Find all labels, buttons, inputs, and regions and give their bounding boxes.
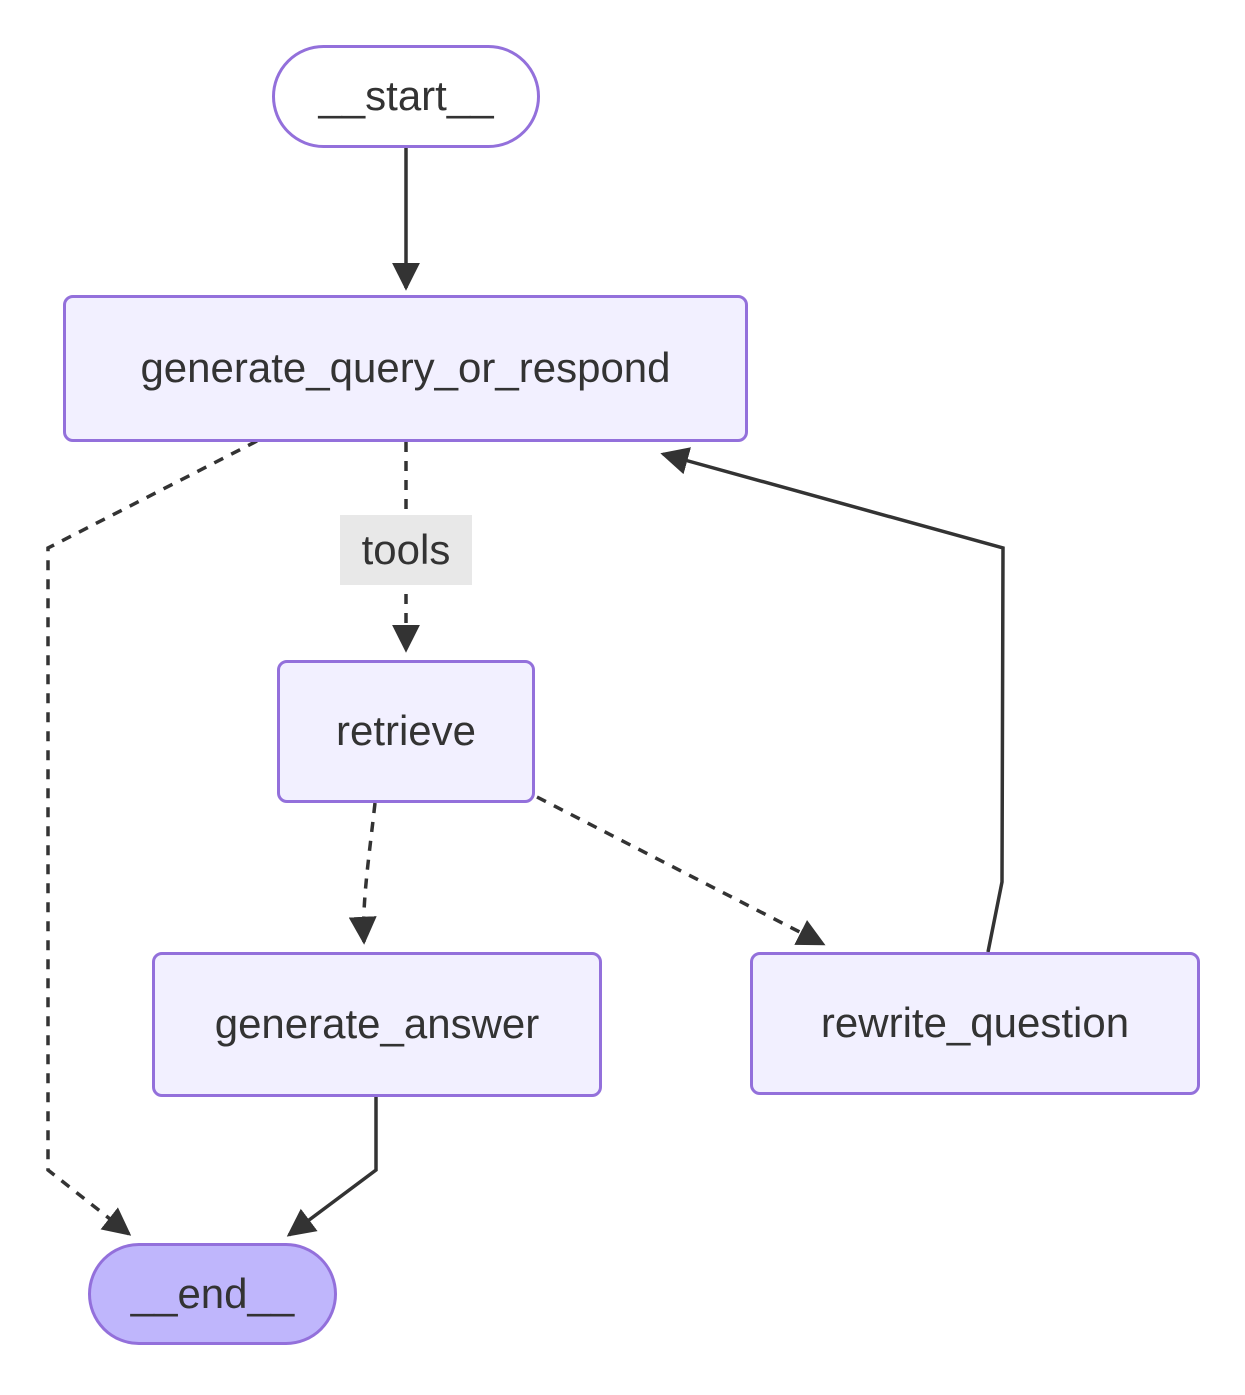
node-generate-query-or-respond-label: generate_query_or_respond xyxy=(140,344,671,392)
node-start-label: __start__ xyxy=(318,72,494,120)
node-rewrite-question: rewrite_question xyxy=(750,952,1200,1095)
edge-retrieve-to-rewrite-question xyxy=(536,795,826,946)
edge-retrieve-to-generate-answer xyxy=(348,802,377,945)
node-rewrite-question-label: rewrite_question xyxy=(820,999,1130,1047)
node-generate-answer-label: generate_answer xyxy=(214,1000,540,1048)
edge-generate-query-or-respond-to-end xyxy=(46,439,258,1236)
node-end-label: __end__ xyxy=(130,1269,295,1317)
node-retrieve-label: retrieve xyxy=(335,707,477,755)
edge-rewrite-question-to-generate-query-or-respond xyxy=(660,447,1005,953)
node-start: __start__ xyxy=(272,45,540,148)
edge-label-tools: tools xyxy=(340,515,472,585)
node-generate-answer: generate_answer xyxy=(152,952,602,1097)
edge-generate-answer-to-end xyxy=(286,1097,378,1237)
node-retrieve: retrieve xyxy=(277,660,535,803)
edge-label-tools-text: tools xyxy=(361,526,451,573)
node-generate-query-or-respond: generate_query_or_respond xyxy=(63,295,748,442)
node-end: __end__ xyxy=(88,1243,337,1345)
